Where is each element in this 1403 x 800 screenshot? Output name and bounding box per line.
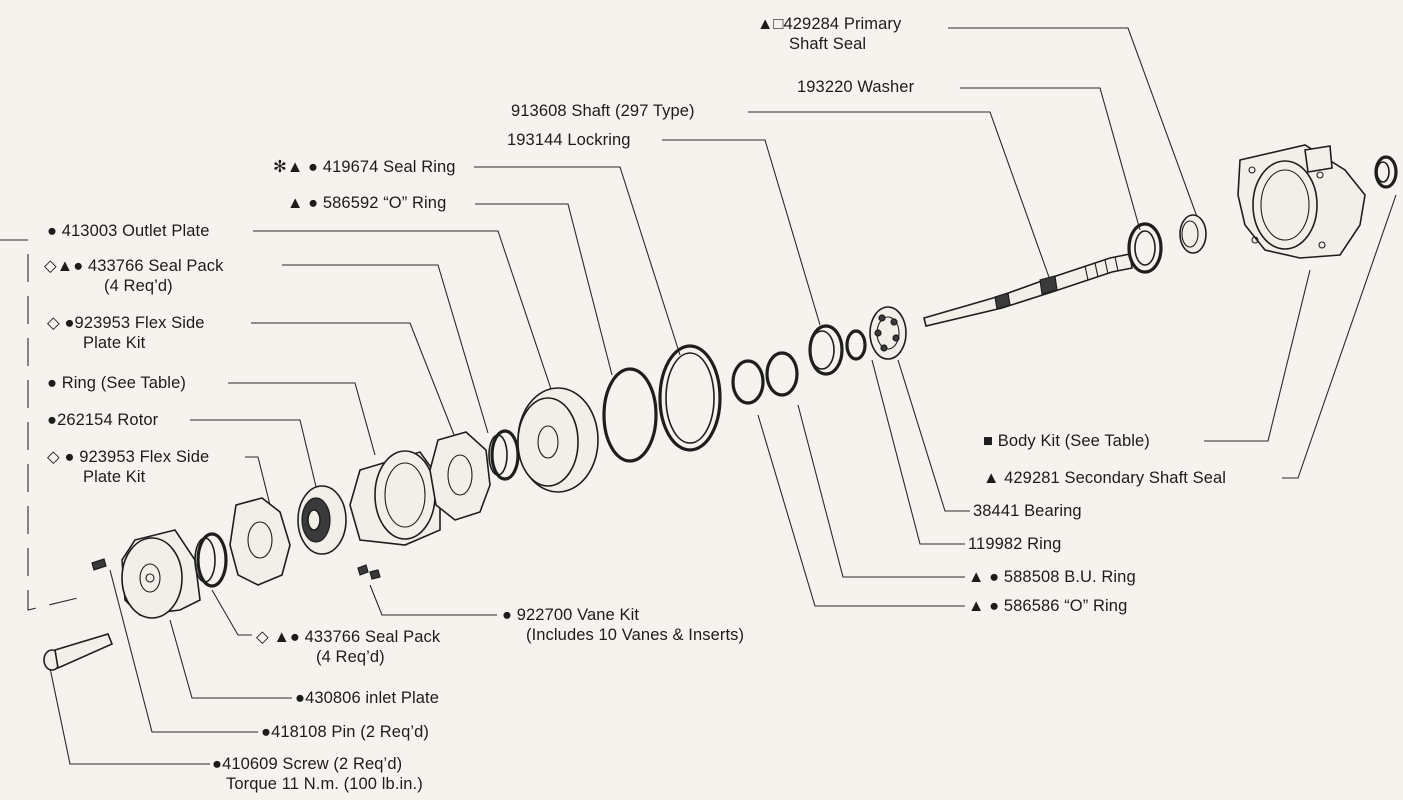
label-pin: ●418108 Pin (2 Req’d) bbox=[261, 723, 430, 741]
o-ring-586592-part bbox=[602, 367, 658, 463]
label-vane-kit-line2: (Includes 10 Vanes & Inserts) bbox=[526, 626, 745, 644]
bu-ring-588508-part bbox=[765, 351, 799, 397]
screw-part bbox=[43, 633, 114, 671]
label-rotor: ●262154 Rotor bbox=[47, 411, 159, 429]
label-seal-pack-top-line1: ◇▲● 433766 Seal Pack bbox=[44, 257, 224, 275]
flex-side-plate-bottom-part bbox=[229, 497, 291, 586]
leader-seal-ring bbox=[474, 166, 681, 356]
label-flex-side-plate-bottom: ◇ ● 923953 Flex Side Plate Kit bbox=[47, 447, 209, 487]
label-screw: ●410609 Screw (2 Req’d) Torque 11 N.m. (… bbox=[212, 754, 423, 794]
leader-o-ring-586586 bbox=[757, 414, 965, 607]
label-seal-pack-bottom-line2: (4 Req’d) bbox=[316, 648, 385, 666]
label-secondary-shaft-seal: ▲ 429281 Secondary Shaft Seal bbox=[983, 469, 1227, 487]
cam-ring-part bbox=[349, 450, 441, 546]
pin-part bbox=[91, 558, 107, 571]
leader-rotor bbox=[190, 419, 319, 496]
label-bearing: 38441 Bearing bbox=[973, 502, 1082, 520]
leader-seal-pack-bottom bbox=[211, 589, 252, 636]
label-bu-ring: ▲ ● 588508 B.U. Ring bbox=[968, 568, 1136, 586]
bearing-part bbox=[869, 306, 907, 360]
o-ring-586586-part bbox=[731, 359, 765, 405]
leader-ring-119982 bbox=[871, 359, 965, 545]
flex-side-plate-top-part bbox=[429, 431, 491, 521]
label-lockring: 193144 Lockring bbox=[507, 131, 631, 149]
outlet-plate-part bbox=[517, 387, 599, 493]
ring-119982-part bbox=[845, 329, 867, 361]
leader-pin bbox=[109, 569, 258, 733]
label-seal-ring: ✻▲ ● 419674 Seal Ring bbox=[273, 158, 456, 176]
seal-pack-top-part bbox=[488, 429, 520, 481]
leader-flex-side-top bbox=[251, 322, 459, 446]
leader-vane-kit bbox=[369, 584, 497, 616]
label-seal-pack-top-line2: (4 Req’d) bbox=[104, 277, 173, 295]
label-flex-side-plate-bottom-line1: ◇ ● 923953 Flex Side bbox=[47, 448, 210, 466]
label-screw-line1: ●410609 Screw (2 Req’d) bbox=[212, 755, 403, 773]
label-primary-shaft-seal-line2: Shaft Seal bbox=[789, 35, 867, 53]
label-ring-119982: 119982 Ring bbox=[968, 535, 1062, 553]
body-part bbox=[1237, 144, 1366, 259]
washer-part bbox=[1127, 222, 1163, 274]
leader-primary-shaft-seal bbox=[948, 27, 1201, 226]
leader-ring-table bbox=[228, 382, 376, 456]
seal-ring-419674-part bbox=[658, 344, 722, 452]
label-inlet-plate: ●430806 inlet Plate bbox=[295, 689, 439, 707]
label-washer: 193220 Washer bbox=[797, 78, 915, 96]
leader-seal-pack-top bbox=[282, 264, 489, 434]
lockring-part bbox=[808, 324, 844, 376]
label-primary-shaft-seal: ▲□429284 Primary Shaft Seal bbox=[757, 14, 901, 54]
leader-secondary-shaft-seal bbox=[1282, 194, 1397, 479]
leader-flex-side-bottom bbox=[245, 456, 271, 506]
rotor-part bbox=[297, 485, 347, 555]
primary-shaft-seal-part bbox=[1179, 214, 1207, 254]
label-shaft: 913608 Shaft (297 Type) bbox=[511, 102, 695, 120]
inlet-plate-part bbox=[121, 529, 201, 619]
leader-screw bbox=[49, 667, 210, 765]
label-vane-kit-line1: ● 922700 Vane Kit bbox=[502, 606, 640, 624]
label-flex-side-plate-bottom-line2: Plate Kit bbox=[83, 468, 146, 486]
parts bbox=[43, 144, 1398, 671]
label-flex-side-plate-top: ◇ ●923953 Flex Side Plate Kit bbox=[47, 313, 205, 353]
label-o-ring-586586: ▲ ● 586586 “O” Ring bbox=[968, 597, 1128, 615]
secondary-shaft-seal-part bbox=[1374, 155, 1398, 189]
vane-pieces-part bbox=[357, 564, 381, 580]
label-seal-pack-bottom: ◇ ▲● 433766 Seal Pack (4 Req’d) bbox=[256, 627, 440, 667]
assembly-bracket-dashed bbox=[0, 239, 91, 611]
leader-bearing bbox=[897, 359, 970, 512]
leader-bu-ring bbox=[797, 404, 965, 578]
leader-outlet-plate bbox=[253, 230, 554, 396]
label-flex-side-plate-top-line1: ◇ ●923953 Flex Side bbox=[47, 314, 205, 332]
leader-shaft bbox=[748, 111, 1051, 281]
leader-lockring bbox=[662, 139, 821, 326]
label-body-kit: ■ Body Kit (See Table) bbox=[983, 432, 1150, 450]
leader-o-ring-586592 bbox=[475, 203, 613, 376]
label-seal-pack-top: ◇▲● 433766 Seal Pack (4 Req’d) bbox=[44, 256, 224, 296]
label-outlet-plate: ● 413003 Outlet Plate bbox=[47, 222, 210, 240]
shaft-part bbox=[923, 253, 1133, 327]
leader-lines bbox=[0, 27, 1397, 765]
label-o-ring-586592: ▲ ● 586592 “O” Ring bbox=[287, 194, 447, 212]
label-flex-side-plate-top-line2: Plate Kit bbox=[83, 334, 146, 352]
label-vane-kit: ● 922700 Vane Kit (Includes 10 Vanes & I… bbox=[502, 605, 744, 645]
leader-washer bbox=[960, 87, 1141, 231]
label-screw-line2: Torque 11 N.m. (100 lb.in.) bbox=[226, 775, 423, 793]
seal-pack-bottom-part bbox=[194, 532, 228, 588]
label-seal-pack-bottom-line1: ◇ ▲● 433766 Seal Pack bbox=[256, 628, 441, 646]
label-ring-table: ● Ring (See Table) bbox=[47, 374, 186, 392]
leader-inlet-plate bbox=[169, 619, 292, 699]
label-primary-shaft-seal-line1: ▲□429284 Primary bbox=[757, 15, 902, 33]
leader-body-kit bbox=[1204, 269, 1311, 442]
